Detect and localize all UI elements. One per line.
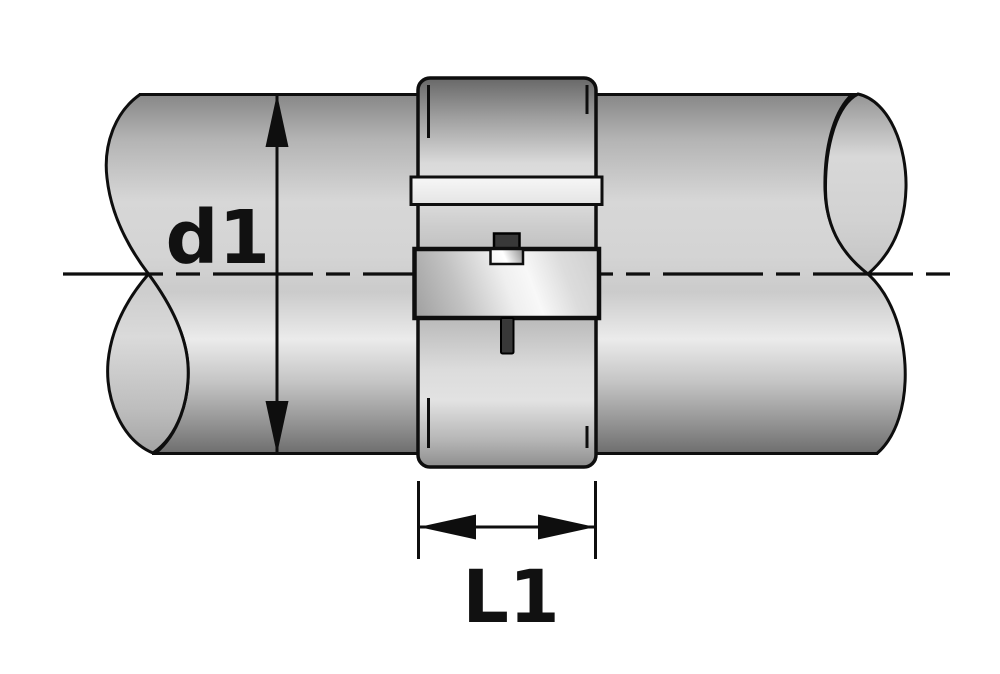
d1-label: d1 [166,195,270,281]
clamp-band [409,175,604,206]
screw-notch [489,247,525,266]
d1-arrow-up-icon [265,94,289,147]
d1-arrow-down-icon [265,401,289,454]
l1-arrow-right-icon [538,514,595,540]
left-pipe-break-lens [106,271,190,455]
l1-arrow-left-icon [419,514,476,540]
screw-shaft [500,317,515,355]
l1-label: L1 [462,555,559,640]
screw-head [492,232,521,251]
